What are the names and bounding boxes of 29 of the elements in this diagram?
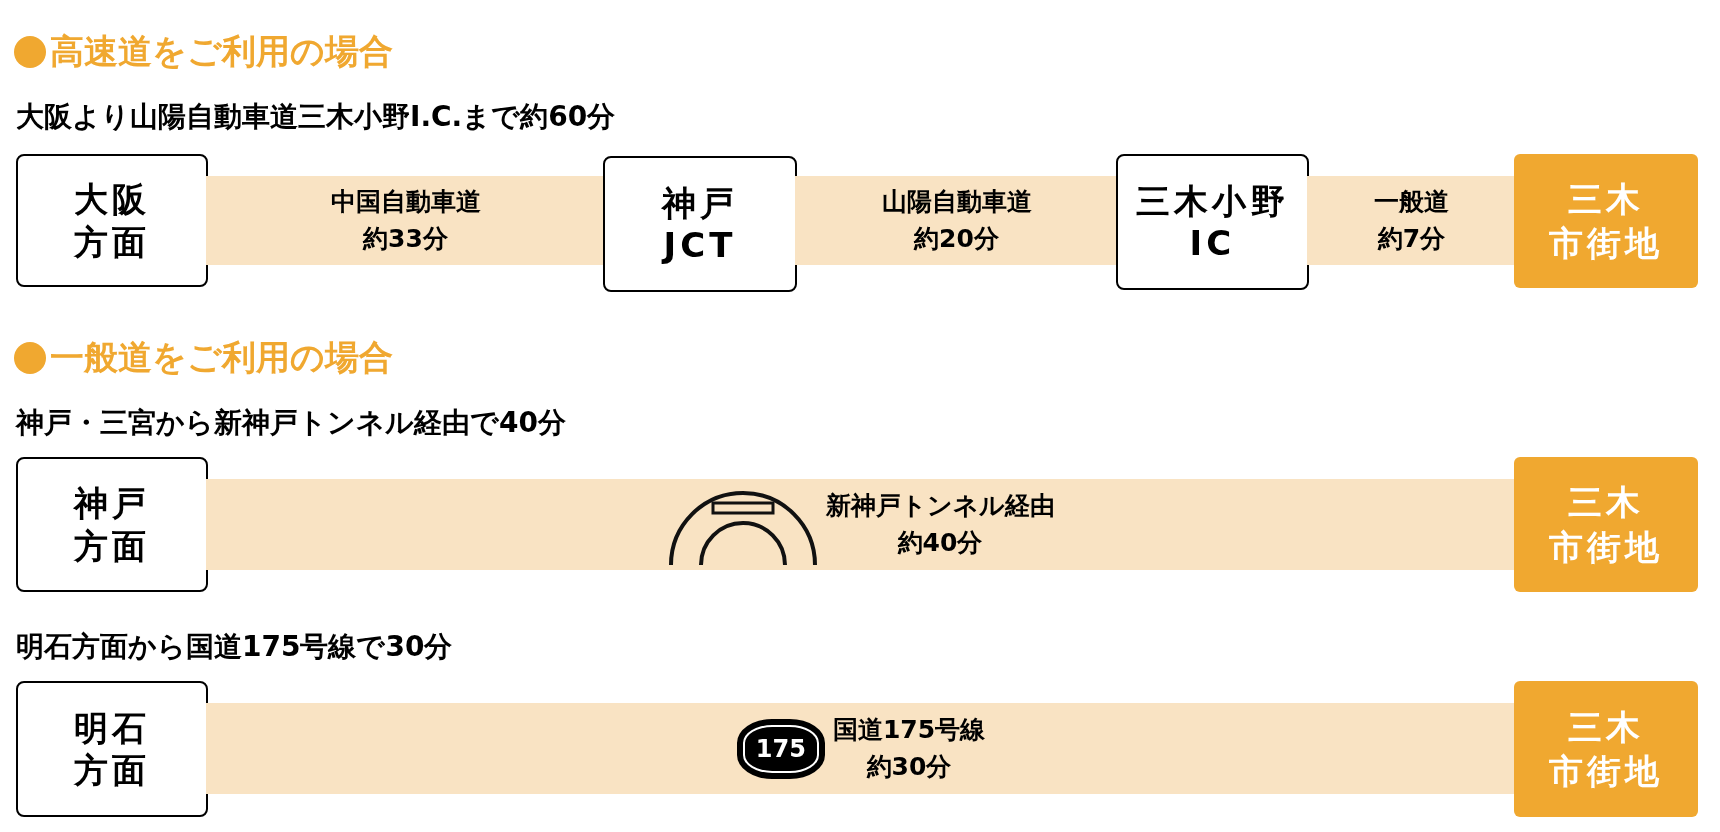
road-band — [206, 176, 605, 265]
travel-time: 約40分 — [897, 526, 983, 559]
travel-time: 約7分 — [1377, 222, 1446, 255]
route-sign: 175 — [736, 718, 825, 779]
road-band — [206, 703, 1516, 794]
travel-time: 約33分 — [363, 222, 448, 255]
place-box: 三木小野IC — [1116, 154, 1309, 290]
place-box: 神戸JCT — [603, 156, 797, 292]
route-summary: 大阪より山陽自動車道三木小野I.C.まで約60分 — [16, 100, 616, 133]
travel-time: 約30分 — [866, 750, 952, 783]
destination-box: 三木市街地 — [1514, 681, 1698, 817]
road-name: 新神戸トンネル経由 — [825, 490, 1055, 523]
destination-box: 三木市街地 — [1514, 457, 1698, 592]
road-band — [206, 479, 1516, 570]
place-box: 大阪方面 — [16, 154, 208, 287]
road-name: 中国自動車道 — [330, 186, 481, 219]
section-heading: 一般道をご利用の場合 — [50, 336, 393, 379]
section-heading: 高速道をご利用の場合 — [50, 30, 393, 73]
road-name: 山陽自動車道 — [881, 186, 1032, 219]
destination-box: 三木市街地 — [1514, 154, 1698, 288]
place-box: 神戸方面 — [16, 457, 208, 592]
route-summary: 神戸・三宮から新神戸トンネル経由で40分 — [16, 406, 566, 439]
place-box: 明石方面 — [16, 681, 208, 817]
route-summary: 明石方面から国道175号線で30分 — [16, 630, 453, 663]
road-name: 国道175号線 — [832, 714, 986, 747]
road-band — [1307, 176, 1516, 265]
road-name: 一般道 — [1374, 186, 1449, 219]
road-band — [795, 176, 1118, 265]
travel-time: 約20分 — [914, 222, 999, 255]
